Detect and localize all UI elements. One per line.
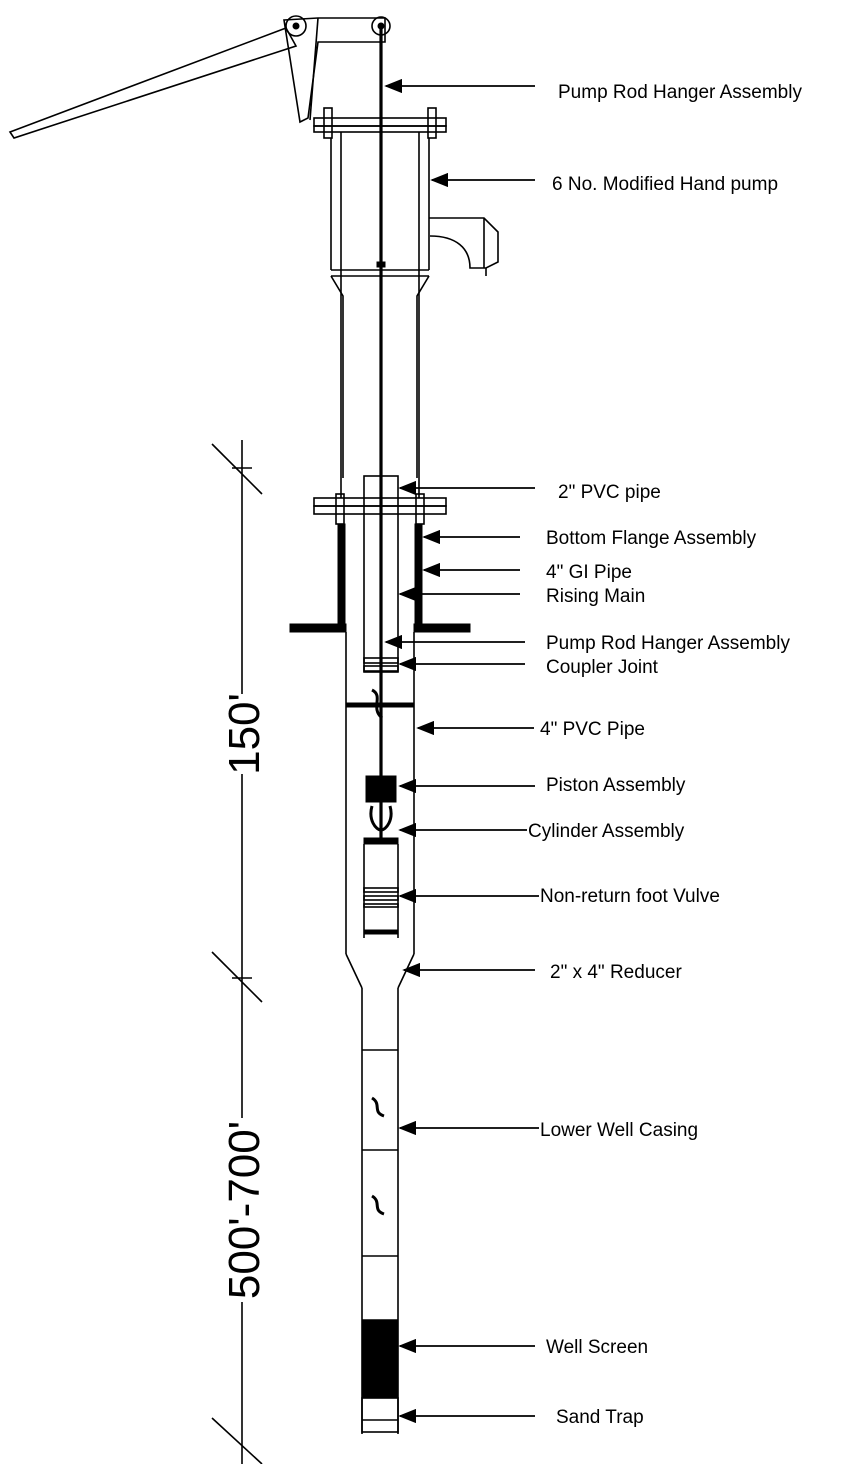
bottom-flange-assembly: [289, 475, 471, 673]
label-lower-casing: Lower Well Casing: [540, 1120, 698, 1141]
pump-spout: [429, 217, 499, 269]
label-bottom-flange: Bottom Flange Assembly: [546, 528, 757, 549]
gi-pipe-right: [414, 523, 423, 629]
label-coupler-joint: Coupler Joint: [546, 657, 659, 678]
label-pump-rod-hanger-lower: Pump Rod Hanger Assembly: [546, 633, 790, 654]
label-pump-rod-hanger-top: Pump Rod Hanger Assembly: [558, 82, 802, 103]
base-plate-right: [413, 623, 471, 633]
sand-trap: [361, 1397, 399, 1433]
dimension-150ft: 150': [220, 693, 269, 775]
label-hand-pump: 6 No. Modified Hand pump: [552, 174, 778, 195]
handle-pivot: [285, 15, 307, 37]
base-plate-left: [289, 623, 347, 633]
label-gi-pipe: 4" GI Pipe: [546, 562, 632, 583]
label-foot-valve: Non-return foot Vulve: [540, 886, 720, 907]
foot-valve: [363, 887, 399, 893]
label-piston: Piston Assembly: [546, 775, 686, 796]
cylinder-assembly: [363, 837, 399, 845]
label-reducer: 2" x 4" Reducer: [550, 962, 682, 983]
pvc-casing-4in: [345, 632, 415, 989]
label-rising-main: Rising Main: [546, 586, 645, 607]
well-screen: [362, 1319, 398, 1399]
gi-pipe-left: [337, 523, 346, 629]
pump-handle: [8, 27, 298, 139]
callout-arrows: [384, 78, 539, 1424]
coupler-joint: [363, 657, 399, 664]
dimension-500-700ft: 500'-700': [220, 1121, 269, 1299]
label-well-screen: Well Screen: [546, 1337, 648, 1358]
label-2in-pvc: 2" PVC pipe: [558, 482, 661, 503]
pump-lever-body: [283, 17, 386, 124]
pump-head: [8, 15, 499, 498]
label-4in-pvc: 4" PVC Pipe: [540, 719, 645, 740]
label-cylinder: Cylinder Assembly: [528, 821, 685, 842]
dimension-lines: [211, 440, 263, 1464]
lower-well-casing: [361, 988, 399, 1434]
piston-assembly: [365, 775, 397, 803]
label-sand-trap: Sand Trap: [556, 1407, 644, 1428]
